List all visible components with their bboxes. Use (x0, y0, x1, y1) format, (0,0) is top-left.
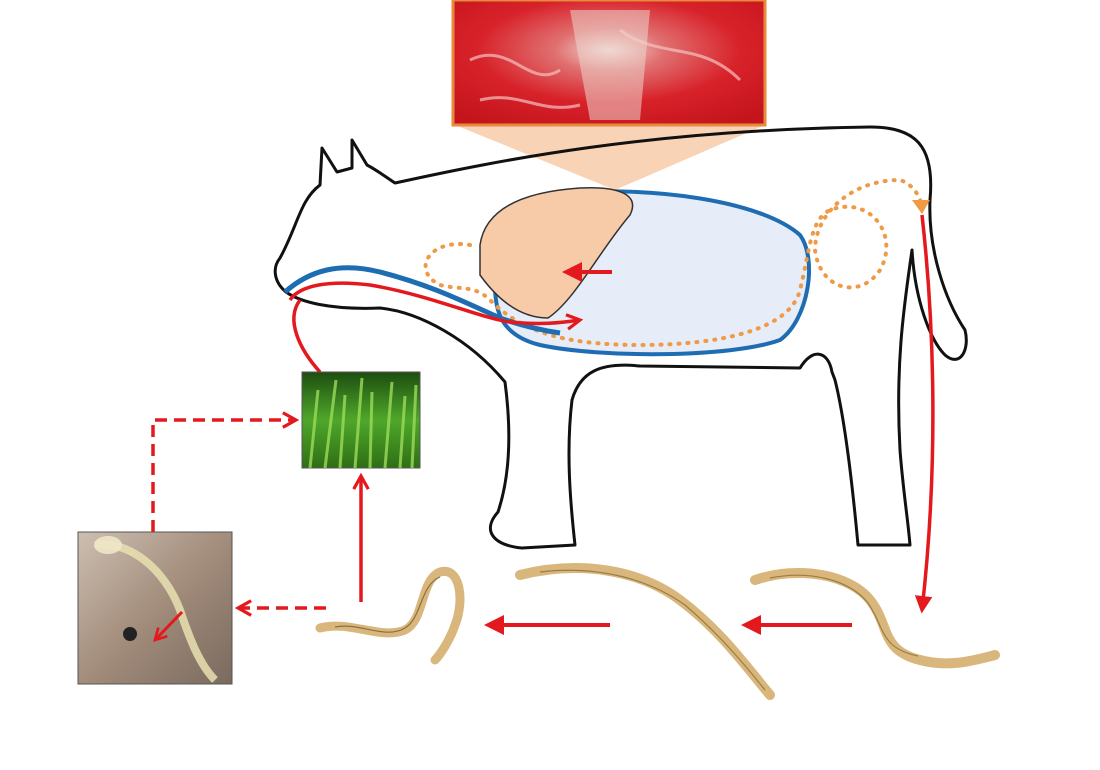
ingestion-path (288, 281, 580, 323)
intestine-path (423, 177, 924, 348)
anus-marker (912, 200, 930, 214)
cow-outline (273, 125, 968, 550)
excretion-arrow (914, 214, 935, 614)
abomasum (479, 186, 634, 319)
snail-to-grass-dashed-arrow (151, 420, 296, 532)
grass-to-mouth-path (292, 298, 322, 374)
larva-2-inner (769, 574, 919, 657)
larva-1-inner (334, 576, 441, 633)
snail-photo (77, 531, 233, 685)
blood-vessel (283, 265, 561, 336)
adult-worm (515, 563, 775, 700)
adult-worm-inner (539, 569, 766, 691)
larva-1 (315, 566, 465, 665)
grass-photo (301, 371, 421, 469)
lesion-photo (451, 0, 767, 127)
larva-2 (750, 567, 1000, 669)
zoom-projection (455, 125, 765, 190)
